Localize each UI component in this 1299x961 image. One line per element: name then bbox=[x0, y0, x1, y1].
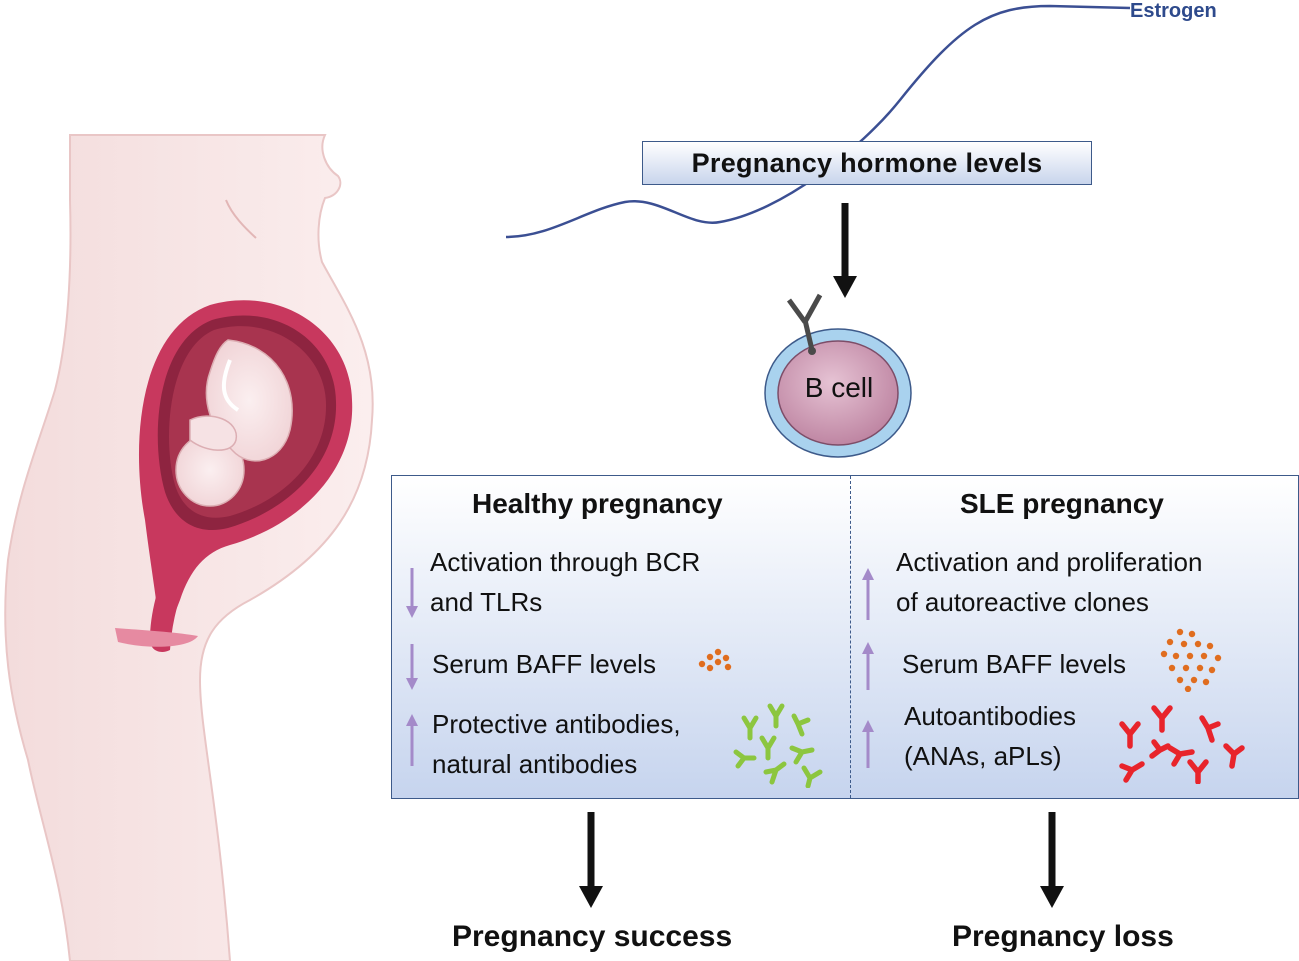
b-cell-icon bbox=[764, 293, 912, 458]
arrow-to-success bbox=[579, 812, 603, 908]
up-arrow-icon bbox=[862, 568, 874, 620]
sle-item-autoantibodies: Autoantibodies (ANAs, aPLs) bbox=[904, 701, 1077, 771]
up-arrow-icon bbox=[862, 720, 874, 768]
arrow-to-bcell bbox=[833, 203, 857, 298]
baff-dots-icon bbox=[698, 648, 732, 672]
estrogen-label: Estrogen bbox=[1130, 0, 1217, 22]
up-arrow-icon bbox=[862, 642, 874, 690]
bcell-label: B cell bbox=[804, 372, 874, 403]
baff-dots-icon bbox=[1160, 628, 1222, 692]
antibody-icon bbox=[733, 703, 823, 788]
sle-title: SLE pregnancy bbox=[960, 488, 1164, 519]
outcome-success: Pregnancy success bbox=[452, 920, 733, 953]
healthy-item-baff: Serum BAFF levels bbox=[432, 649, 656, 679]
outcome-loss: Pregnancy loss bbox=[952, 920, 1174, 953]
healthy-title: Healthy pregnancy bbox=[472, 488, 723, 519]
comparison-panel: Healthy pregnancy SLE pregnancy Activati… bbox=[391, 475, 1299, 799]
down-arrow-icon bbox=[406, 644, 418, 690]
panel-divider bbox=[850, 476, 851, 798]
arrow-to-loss bbox=[1040, 812, 1064, 908]
hormone-levels-box: Pregnancy hormone levels bbox=[642, 141, 1092, 185]
sle-item-activation: Activation and proliferation of autoreac… bbox=[896, 547, 1203, 617]
up-arrow-icon bbox=[406, 714, 418, 766]
healthy-item-antibodies: Protective antibodies, natural antibodie… bbox=[432, 709, 681, 779]
estrogen-curve bbox=[505, 4, 1131, 239]
pregnant-woman-illustration bbox=[4, 134, 374, 961]
healthy-item-activation: Activation through BCR and TLRs bbox=[430, 547, 701, 617]
autoantibody-icon bbox=[1119, 705, 1245, 784]
sle-item-baff: Serum BAFF levels bbox=[902, 649, 1126, 679]
down-arrow-icon bbox=[406, 568, 418, 618]
